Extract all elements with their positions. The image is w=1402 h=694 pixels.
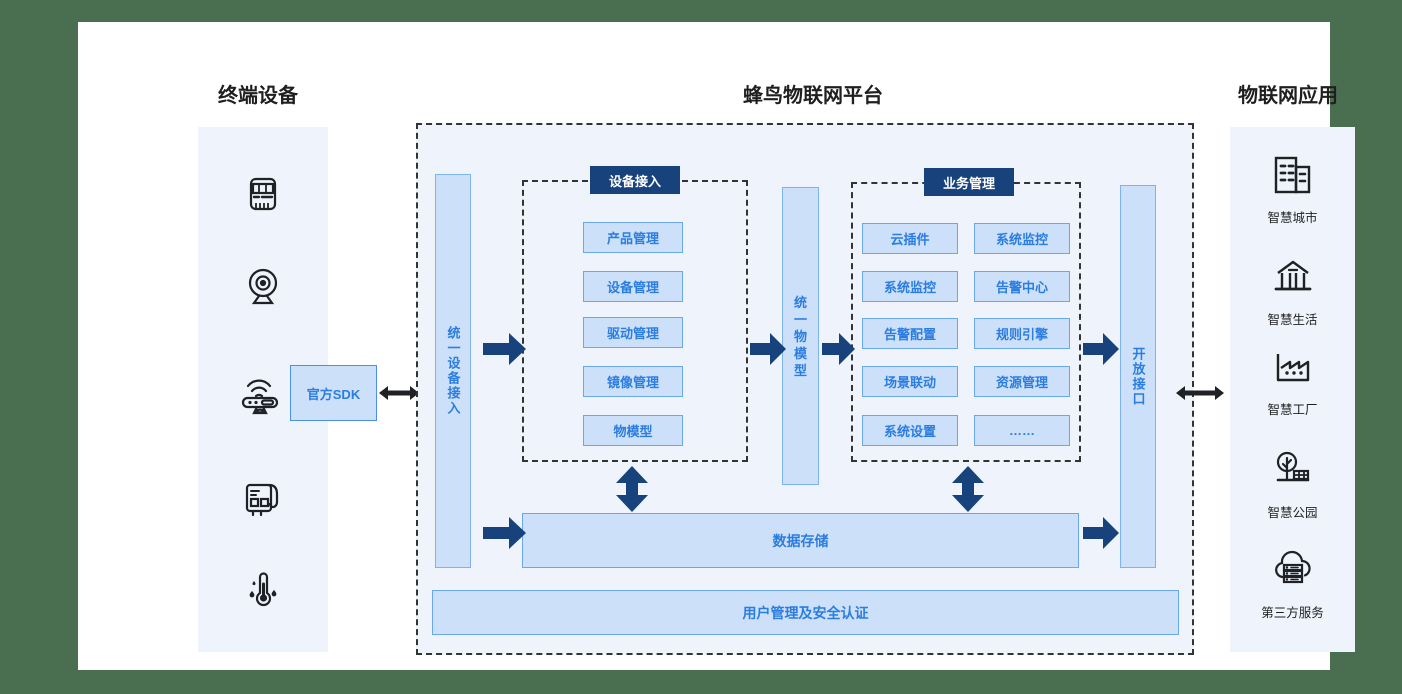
platform-column-title: 蜂鸟物联网平台	[743, 85, 883, 107]
module-chip-resource-management[interactable]: 资源管理	[974, 366, 1070, 397]
module-chip-scene-linkage[interactable]: 场景联动	[862, 366, 958, 397]
module-chip-system-settings[interactable]: 系统设置	[862, 415, 958, 446]
open-api-bar[interactable]: 开放接口	[1120, 185, 1156, 568]
app-label: 智慧工厂	[1267, 403, 1318, 417]
business-management-badge: 业务管理	[924, 168, 1014, 196]
civic-building-icon	[1270, 254, 1316, 305]
module-chip-rule-engine[interactable]: 规则引擎	[974, 318, 1070, 349]
unified-device-access-bar[interactable]: 统一设备接入	[435, 174, 471, 568]
open-api-label: 开放接口	[1130, 346, 1146, 407]
arrow-business-to-open-api	[1083, 332, 1119, 366]
diagram-card: 终端设备 蜂鸟物联网平台 物联网应用	[78, 22, 1355, 670]
platform-apps-bidirectional-arrow	[1176, 384, 1224, 402]
cloud-server-icon	[1270, 547, 1316, 598]
module-chip-system-monitor-right[interactable]: 系统监控	[974, 223, 1070, 254]
arrow-device-group-storage-bidirectional	[615, 466, 649, 512]
office-building-icon	[1270, 152, 1316, 203]
data-storage-bar[interactable]: 数据存储	[522, 513, 1079, 568]
module-chip-device-management[interactable]: 设备管理	[583, 271, 683, 302]
app-label: 智慧生活	[1267, 313, 1318, 327]
arrow-device-group-to-thing-model	[750, 332, 786, 366]
module-chip-driver-management[interactable]: 驱动管理	[583, 317, 683, 348]
arrow-access-to-device-group	[483, 332, 526, 366]
module-chip-image-management[interactable]: 镜像管理	[583, 366, 683, 397]
arrow-thing-model-to-business	[822, 332, 855, 366]
device-access-badge: 设备接入	[590, 166, 680, 194]
app-label: 第三方服务	[1261, 606, 1324, 620]
unified-thing-model-label: 统一物模型	[793, 294, 807, 378]
app-label: 智慧公园	[1267, 506, 1318, 520]
module-chip-more[interactable]: ……	[974, 415, 1070, 446]
arrow-business-storage-bidirectional	[951, 466, 985, 512]
module-chip-product-management[interactable]: 产品管理	[583, 222, 683, 253]
wireless-gateway-icon	[198, 358, 328, 430]
app-item-smart-park[interactable]: 智慧公园	[1230, 447, 1355, 521]
controller-box-icon	[198, 462, 328, 534]
module-chip-system-monitor-left[interactable]: 系统监控	[862, 271, 958, 302]
module-chip-cloud-plugin[interactable]: 云插件	[862, 223, 958, 254]
webcam-icon	[198, 250, 328, 322]
arrow-storage-to-open-api	[1083, 516, 1119, 550]
app-item-smart-city[interactable]: 智慧城市	[1230, 152, 1355, 226]
user-security-bar[interactable]: 用户管理及安全认证	[432, 590, 1179, 635]
terminal-column-title: 终端设备	[218, 85, 298, 107]
module-chip-thing-model[interactable]: 物模型	[583, 415, 683, 446]
park-tree-icon	[1270, 447, 1316, 498]
sdk-platform-bidirectional-arrow	[379, 384, 419, 402]
app-label: 智慧城市	[1267, 211, 1318, 225]
unified-device-access-label: 统一设备接入	[445, 326, 461, 416]
arrow-access-to-storage	[483, 516, 526, 550]
app-item-smart-life[interactable]: 智慧生活	[1230, 254, 1355, 328]
temperature-humidity-sensor-icon	[198, 552, 328, 624]
unified-thing-model-bar[interactable]: 统一物模型	[782, 187, 819, 485]
factory-icon	[1270, 344, 1316, 395]
app-item-smart-factory[interactable]: 智慧工厂	[1230, 344, 1355, 418]
applications-column-title: 物联网应用	[1238, 85, 1338, 107]
smart-meter-icon	[198, 158, 328, 230]
official-sdk-box[interactable]: 官方SDK	[290, 365, 377, 421]
module-chip-alarm-center[interactable]: 告警中心	[974, 271, 1070, 302]
module-chip-alarm-config[interactable]: 告警配置	[862, 318, 958, 349]
app-item-third-party-service[interactable]: 第三方服务	[1230, 547, 1355, 621]
